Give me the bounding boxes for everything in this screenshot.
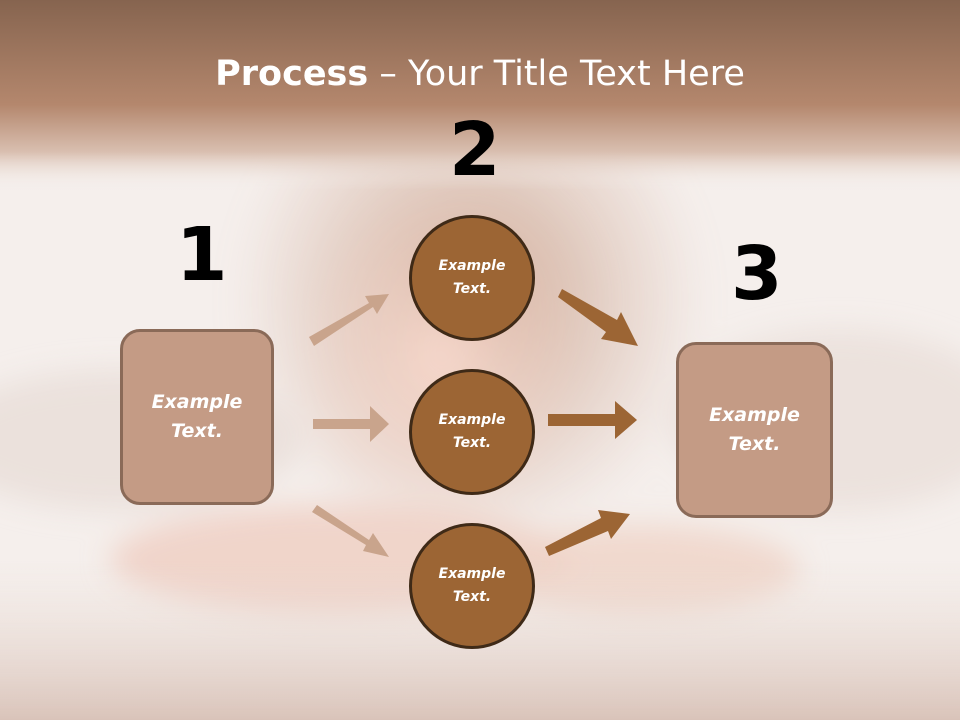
circle-top: Example Text. <box>409 215 535 341</box>
circle-bottom-text: Example Text. <box>438 566 506 605</box>
right-box-text: Example Text. <box>709 404 800 455</box>
circle-bottom: Example Text. <box>409 523 535 649</box>
circle-middle: Example Text. <box>409 369 535 495</box>
left-box-text: Example Text. <box>151 391 243 442</box>
circle-middle-text: Example Text. <box>438 412 506 451</box>
step-number-1: 1 <box>176 212 228 298</box>
circle-top-text: Example Text. <box>438 258 506 297</box>
step-number-2: 2 <box>449 107 501 193</box>
right-box: Example Text. <box>676 342 833 518</box>
step-number-3: 3 <box>731 231 783 317</box>
left-box: Example Text. <box>120 329 274 505</box>
title-bold: Process <box>215 54 369 94</box>
slide-title: Process – Your Title Text Here <box>0 52 960 96</box>
title-rest: – Your Title Text Here <box>368 54 745 94</box>
